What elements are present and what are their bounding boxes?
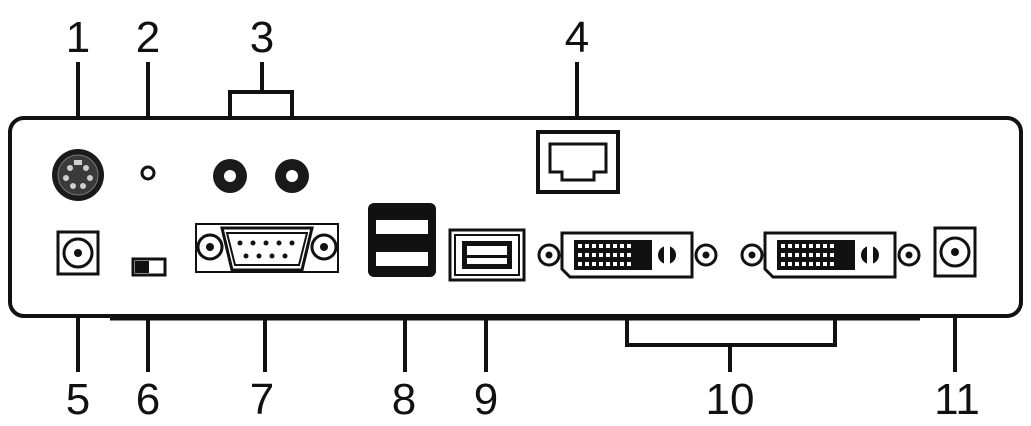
mini-din-port bbox=[52, 149, 104, 201]
sfp-port bbox=[448, 228, 526, 282]
audio-jack-right bbox=[275, 159, 309, 193]
dvi-port-left bbox=[537, 231, 718, 279]
callout-5: 5 bbox=[66, 375, 90, 424]
power-jack-2 bbox=[933, 226, 977, 278]
callout-6: 6 bbox=[136, 375, 160, 424]
power-jack bbox=[56, 230, 100, 276]
usb-ports bbox=[368, 203, 436, 277]
callout-10: 10 bbox=[706, 375, 755, 424]
callout-2: 2 bbox=[136, 13, 160, 62]
rj45-port bbox=[536, 130, 620, 194]
callout-8: 8 bbox=[392, 375, 416, 424]
callout-11: 11 bbox=[934, 375, 980, 424]
callout-1: 1 bbox=[66, 13, 90, 62]
callout-3: 3 bbox=[250, 13, 274, 62]
callout-9: 9 bbox=[474, 375, 498, 424]
device-chassis bbox=[8, 116, 1023, 318]
callout-7: 7 bbox=[250, 375, 274, 424]
callout-4: 4 bbox=[565, 13, 589, 62]
db9-serial-port bbox=[195, 223, 339, 273]
dvi-port-right bbox=[740, 231, 921, 279]
audio-jack-left bbox=[213, 159, 247, 193]
status-led bbox=[140, 165, 156, 181]
slide-switch bbox=[131, 257, 167, 277]
